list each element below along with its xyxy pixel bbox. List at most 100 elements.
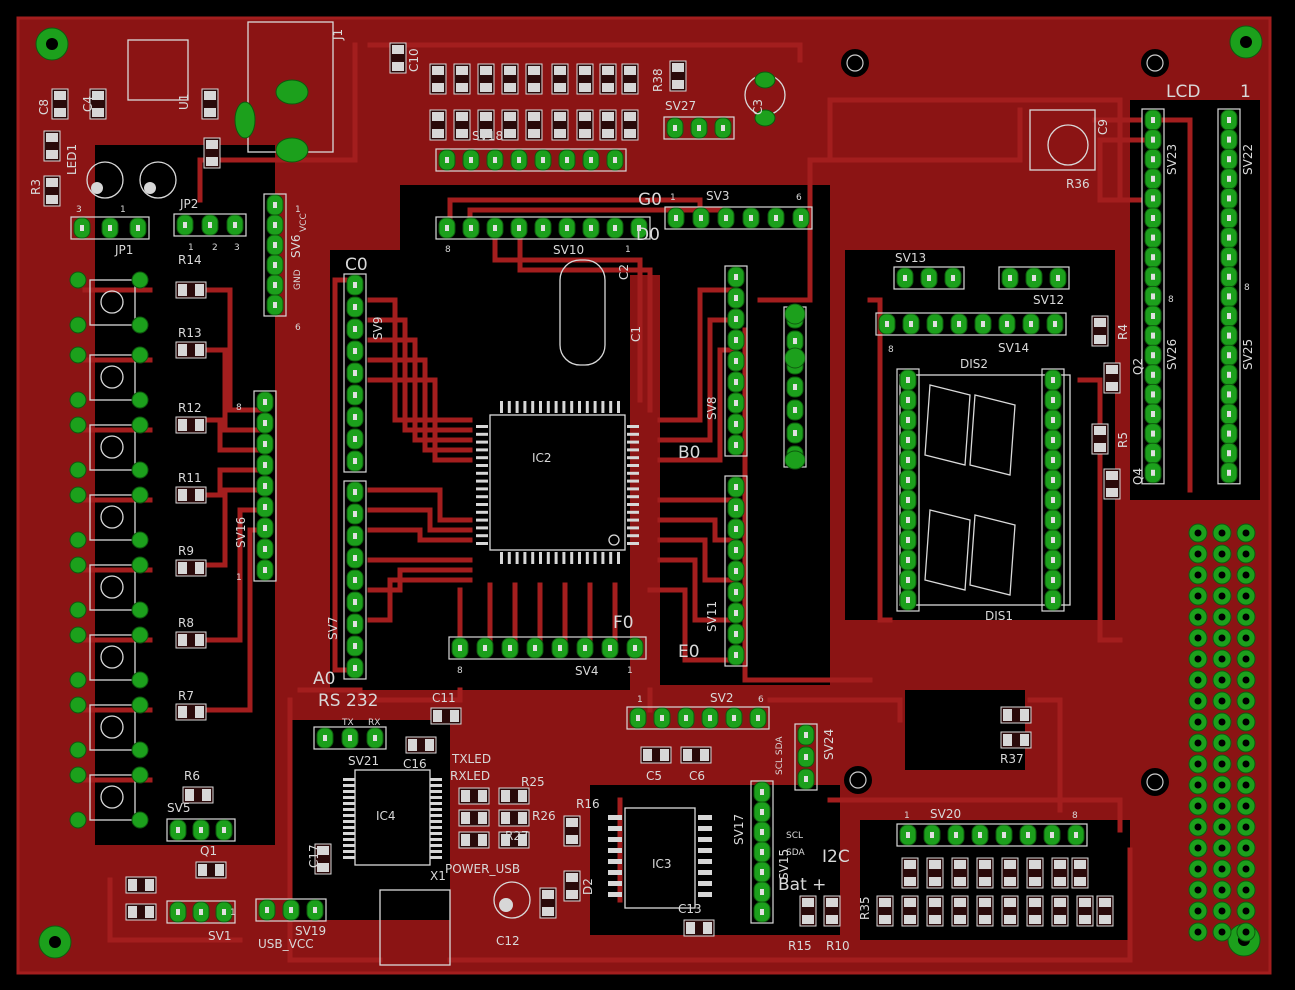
label-usb-vcc: USB_VCC — [258, 937, 314, 951]
label-jp1: JP1 — [114, 243, 133, 257]
label-sv20: SV20 — [930, 807, 961, 821]
label-sv14: SV14 — [998, 341, 1029, 355]
resistor-r4 — [1091, 315, 1109, 347]
label-c16: C16 — [403, 757, 427, 771]
label-r36: R36 — [1066, 177, 1090, 191]
label-sv18: SV18 — [472, 129, 503, 143]
ic2-pins — [343, 401, 712, 897]
label-f0: F0 — [613, 613, 634, 633]
cap-c8 — [51, 88, 69, 120]
resistor-top-1 — [453, 109, 471, 141]
led-top-8 — [621, 63, 639, 95]
label-gnd: GND — [293, 269, 303, 290]
label-r7: R7 — [178, 689, 194, 703]
tactile-switches — [69, 271, 149, 829]
label-sv12: SV12 — [1033, 293, 1064, 307]
label-ic2: IC2 — [532, 451, 552, 465]
resistor-r27 — [498, 831, 530, 849]
led-txled — [458, 787, 490, 805]
label-q1: Q1 — [200, 844, 217, 858]
resistor-bottom-9 — [1096, 895, 1114, 927]
label-i2c: I2C — [822, 847, 850, 867]
label-rx: RX — [368, 718, 380, 728]
label-r37: R37 — [1000, 752, 1024, 766]
pin-1-sv3: 1 — [670, 193, 676, 203]
pin-8-sv16: 8 — [236, 403, 242, 413]
switch-s5 — [69, 556, 149, 619]
switch-s1 — [69, 271, 149, 334]
header-jp1 — [70, 216, 150, 240]
label-r8: R8 — [178, 616, 194, 630]
label-sv8: SV8 — [705, 397, 719, 420]
led-bottom-7 — [1071, 857, 1089, 889]
label-c11: C11 — [432, 691, 456, 705]
header-sv2 — [626, 706, 770, 730]
resistor-r1 — [125, 876, 157, 894]
led-top-2 — [477, 63, 495, 95]
pin-8-sv10: 8 — [445, 245, 451, 255]
header-sv5 — [166, 818, 236, 842]
resistor-bottom-8 — [1076, 895, 1094, 927]
cap-c4 — [89, 88, 107, 120]
label-j1: J1 — [331, 29, 345, 41]
resistor-bottom-7 — [1051, 895, 1069, 927]
label-sv21: SV21 — [348, 754, 379, 768]
label-b0: B0 — [678, 443, 700, 463]
pin-8-sv26: 8 — [1168, 295, 1174, 305]
label-r5: R5 — [1116, 432, 1130, 448]
resistor-r10 — [823, 895, 841, 927]
label-sv2: SV2 — [710, 691, 733, 705]
resistor-top-2 — [477, 109, 495, 141]
header-sv8 — [724, 265, 748, 457]
led-bottom-4 — [1001, 857, 1019, 889]
led-top-5 — [551, 63, 569, 95]
label-rxled: RXLED — [450, 769, 490, 783]
cap-c6 — [680, 746, 712, 764]
led-bottom-6 — [1051, 857, 1069, 889]
resistor-left-2 — [175, 416, 207, 434]
label-sv27: SV27 — [665, 99, 696, 113]
label-c1: C1 — [629, 326, 643, 342]
resistor-left-0 — [175, 281, 207, 299]
label-sv13: SV13 — [895, 251, 926, 265]
header-sv11 — [724, 475, 748, 667]
label-r35: R35 — [858, 896, 872, 920]
cap-c10 — [389, 42, 407, 74]
label-ic4: IC4 — [376, 809, 396, 823]
label-dis2: DIS2 — [960, 357, 988, 371]
label-sv5: SV5 — [167, 801, 190, 815]
pin-1-sv1: 1 — [230, 908, 236, 918]
label-r25: R25 — [521, 775, 545, 789]
led-top-3 — [501, 63, 519, 95]
label-sv1: SV1 — [208, 929, 231, 943]
label-d2: D2 — [581, 878, 595, 895]
resistor-top-8 — [621, 109, 639, 141]
label-r27: R27 — [505, 829, 529, 843]
label-r9: R9 — [178, 544, 194, 558]
pin-1-sv4: 1 — [627, 666, 633, 676]
label-sv10: SV10 — [553, 243, 584, 257]
silkscreen-labels: LCD 1 RS 232 A0 C0 D0 G0 B0 E0 F0 I2C Ba… — [29, 29, 1255, 953]
label-u1: U1 — [177, 94, 191, 110]
pin-1-sv10: 1 — [625, 245, 631, 255]
header-sv13 — [893, 266, 965, 290]
resistor-bottom-3 — [951, 895, 969, 927]
header-sv20 — [896, 823, 1088, 847]
pin-3-jp2: 3 — [234, 243, 240, 253]
led-led1 — [43, 130, 61, 162]
diode-d2 — [563, 870, 581, 902]
led-bottom-1 — [926, 857, 944, 889]
label-sv6: SV6 — [289, 235, 303, 258]
label-lcd-pin1: 1 — [1240, 82, 1251, 102]
label-r11: R11 — [178, 471, 202, 485]
cap-c2-left — [201, 88, 219, 120]
pin-8-sv20: 8 — [1072, 811, 1078, 821]
label-sv16: SV16 — [234, 517, 248, 548]
pin-2-jp2: 2 — [212, 243, 218, 253]
label-a0: A0 — [313, 669, 335, 689]
label-r3: R3 — [29, 179, 43, 195]
label-r26: R26 — [532, 809, 556, 823]
led-bottom-0 — [901, 857, 919, 889]
led-top-1 — [453, 63, 471, 95]
led-top-6 — [576, 63, 594, 95]
